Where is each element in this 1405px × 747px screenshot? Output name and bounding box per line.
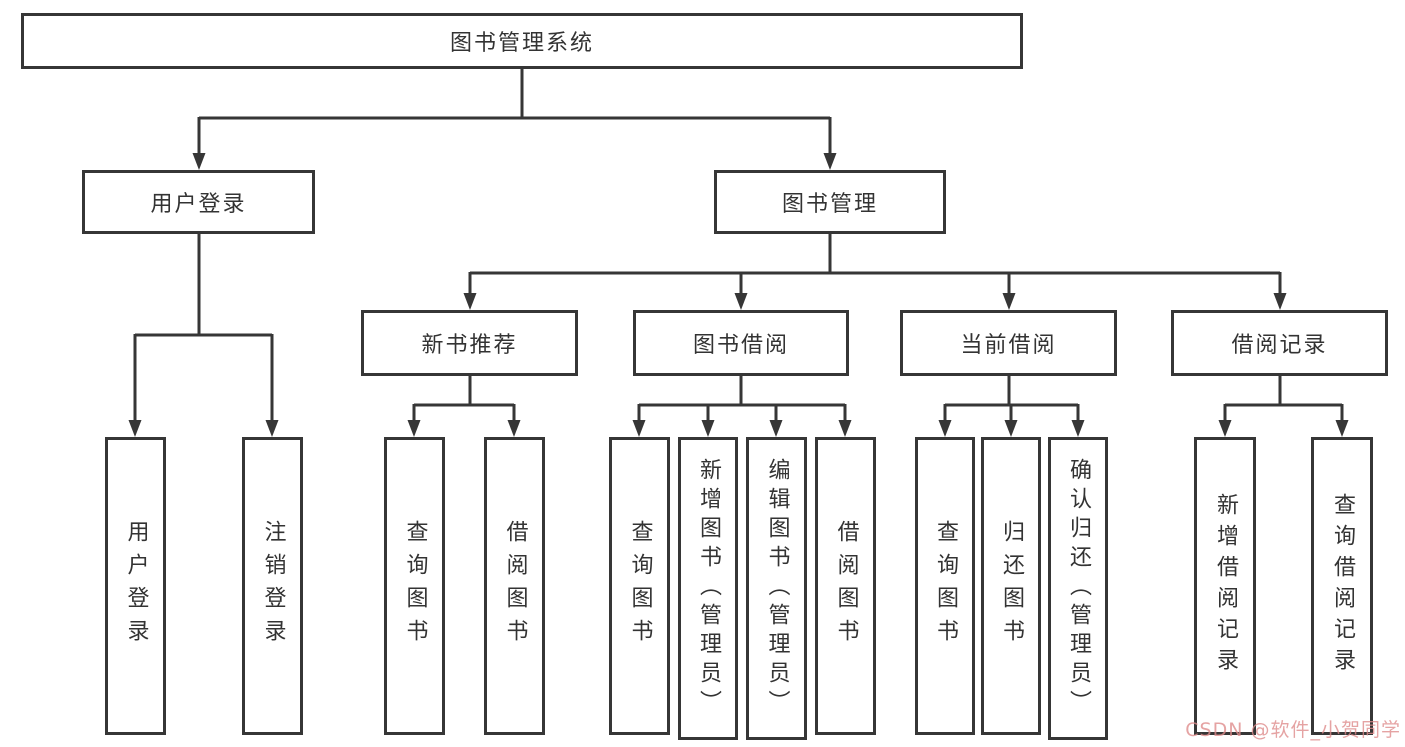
node-label: 确认归还（管理员） — [1066, 458, 1091, 719]
node-label: 借阅记录 — [1231, 333, 1328, 358]
node-label: 新书推荐 — [421, 333, 518, 358]
leaf-confirm-return-admin: 确认归还（管理员） — [1048, 437, 1108, 740]
node-label: 新增图书（管理员） — [696, 458, 721, 719]
leaf-add-borrow-record: 新增借阅记录 — [1194, 437, 1256, 735]
node-book-borrow: 图书借阅 — [633, 310, 849, 376]
leaf-query-books-borrow: 查询图书 — [609, 437, 670, 735]
leaf-query-books-recommend: 查询图书 — [384, 437, 445, 735]
node-library-management-system: 图书管理系统 — [21, 13, 1023, 69]
csdn-watermark: CSDN @软件_小贺同学 — [1185, 719, 1401, 741]
node-label: 用户登录 — [123, 520, 149, 652]
node-label: 图书管理 — [781, 192, 878, 217]
node-label: 借阅图书 — [502, 520, 528, 652]
node-label: 编辑图书（管理员） — [764, 458, 790, 719]
node-borrow-records: 借阅记录 — [1171, 310, 1388, 376]
leaf-query-borrow-record: 查询借阅记录 — [1311, 437, 1373, 735]
node-current-borrow: 当前借阅 — [900, 310, 1117, 376]
node-book-management: 图书管理 — [714, 170, 946, 234]
node-user-login: 用户登录 — [82, 170, 315, 234]
node-label: 新增借阅记录 — [1213, 493, 1238, 679]
arrowheads — [128, 153, 1349, 437]
leaf-add-books-admin: 新增图书（管理员） — [678, 437, 738, 740]
node-label: 查询图书 — [933, 520, 958, 652]
node-label: 查询借阅记录 — [1330, 493, 1355, 679]
node-label: 注销登录 — [260, 520, 286, 652]
node-label: 当前借阅 — [960, 333, 1057, 358]
node-label: 查询图书 — [402, 520, 428, 652]
node-label: 图书借阅 — [692, 333, 789, 358]
leaf-borrow-books: 借阅图书 — [815, 437, 876, 735]
node-new-book-recommend: 新书推荐 — [361, 310, 578, 376]
node-label: 图书管理系统 — [449, 31, 594, 56]
leaf-borrow-books-recommend: 借阅图书 — [484, 437, 545, 735]
node-label: 用户登录 — [150, 192, 247, 217]
node-label: 借阅图书 — [833, 520, 859, 652]
leaf-edit-books-admin: 编辑图书（管理员） — [746, 437, 807, 740]
node-label: 归还图书 — [999, 520, 1024, 652]
leaf-user-login: 用户登录 — [105, 437, 166, 735]
leaf-return-books: 归还图书 — [981, 437, 1041, 735]
leaf-query-books-current: 查询图书 — [915, 437, 975, 735]
node-label: 查询图书 — [627, 520, 653, 652]
leaf-logout: 注销登录 — [242, 437, 303, 735]
